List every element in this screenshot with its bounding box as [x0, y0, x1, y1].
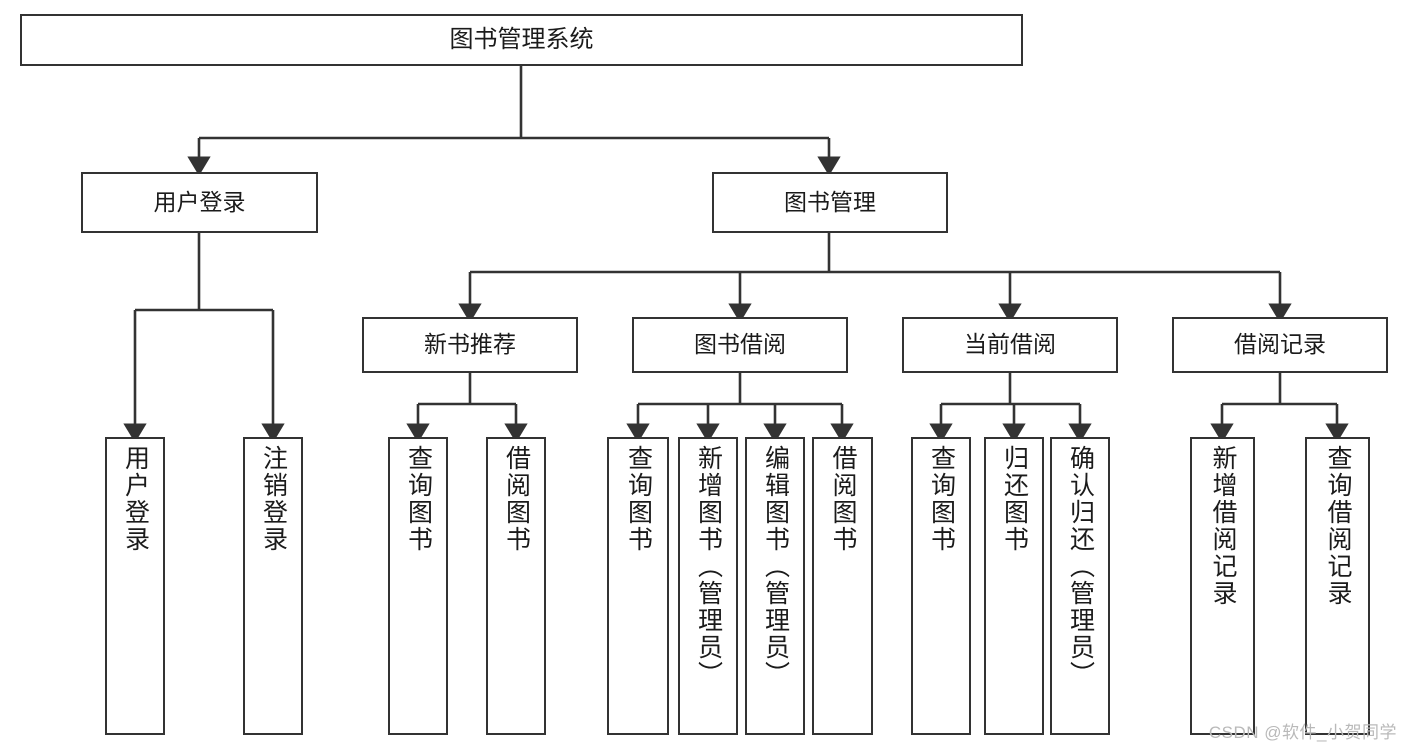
node-label: 查询图书	[404, 445, 433, 553]
node-label: 注销登录	[259, 445, 288, 553]
leaf-query-book-current[interactable]: 查询图书	[911, 437, 971, 735]
node-label: 编辑图书（管理员）	[761, 445, 790, 688]
node-label: 查询图书	[927, 445, 956, 553]
node-current-borrow[interactable]: 当前借阅	[902, 317, 1118, 373]
leaf-edit-book-admin[interactable]: 编辑图书（管理员）	[745, 437, 805, 735]
csdn-watermark: CSDN @软件_小贺同学	[1208, 723, 1397, 742]
node-new-book-recommend[interactable]: 新书推荐	[362, 317, 578, 373]
node-label: 图书管理系统	[449, 25, 594, 53]
leaf-borrow-book-recommend[interactable]: 借阅图书	[486, 437, 546, 735]
node-label: 用户登录	[121, 445, 150, 553]
node-user-login[interactable]: 用户登录	[81, 172, 318, 233]
leaf-user-login[interactable]: 用户登录	[105, 437, 165, 735]
node-label: 图书借阅	[694, 331, 786, 358]
leaf-add-book-admin[interactable]: 新增图书（管理员）	[678, 437, 738, 735]
leaf-return-book[interactable]: 归还图书	[984, 437, 1044, 735]
leaf-user-logout[interactable]: 注销登录	[243, 437, 303, 735]
node-label: 借阅图书	[502, 445, 531, 553]
leaf-confirm-return-admin[interactable]: 确认归还（管理员）	[1050, 437, 1110, 735]
leaf-query-borrow-record[interactable]: 查询借阅记录	[1305, 437, 1370, 735]
leaf-add-borrow-record[interactable]: 新增借阅记录	[1190, 437, 1255, 735]
node-label: 当前借阅	[964, 331, 1056, 358]
node-book-manage[interactable]: 图书管理	[712, 172, 948, 233]
node-label: 确认归还（管理员）	[1066, 445, 1095, 688]
leaf-query-book-borrow[interactable]: 查询图书	[607, 437, 669, 735]
node-label: 归还图书	[1000, 445, 1029, 553]
node-label: 新书推荐	[424, 331, 516, 358]
node-label: 查询借阅记录	[1324, 445, 1352, 607]
node-label: 新增借阅记录	[1209, 445, 1237, 607]
leaf-query-book-recommend[interactable]: 查询图书	[388, 437, 448, 735]
node-label: 用户登录	[153, 188, 246, 215]
node-label: 查询图书	[624, 445, 653, 553]
node-label: 图书管理	[784, 188, 876, 215]
leaf-borrow-book[interactable]: 借阅图书	[812, 437, 873, 735]
node-root-system[interactable]: 图书管理系统	[20, 14, 1023, 66]
node-book-borrow[interactable]: 图书借阅	[632, 317, 848, 373]
node-label: 借阅记录	[1234, 331, 1326, 358]
node-label: 新增图书（管理员）	[694, 445, 723, 688]
node-borrow-record[interactable]: 借阅记录	[1172, 317, 1388, 373]
node-label: 借阅图书	[829, 445, 857, 553]
